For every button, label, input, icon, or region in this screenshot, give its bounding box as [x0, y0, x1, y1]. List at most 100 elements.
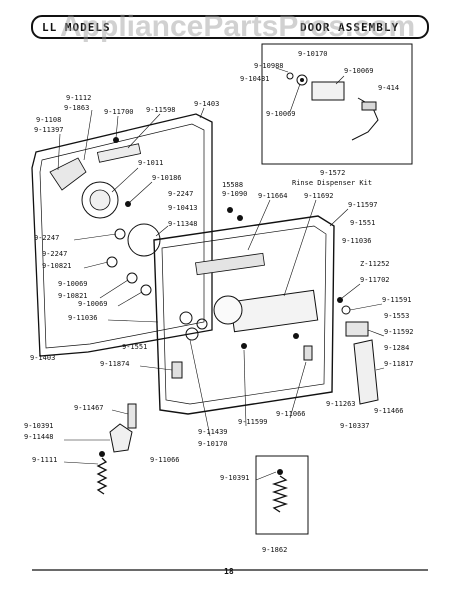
leader-line: [255, 471, 277, 481]
callout-9-10391-left: 9-10391: [24, 422, 54, 430]
callout-9-1553: 9-1553: [384, 312, 409, 320]
hinge-arm-9-11817: [353, 339, 379, 405]
rinse-cap-center: [300, 78, 304, 82]
callout-9-1112: 9-1112: [66, 94, 91, 102]
leader-line: [83, 109, 93, 161]
callout-9-11591: 9-11591: [382, 296, 412, 304]
detergent-cup-cover: [89, 189, 111, 211]
latch-9-11592: [345, 321, 369, 337]
screw-9-11700: [113, 137, 119, 143]
callout-15588: 15588: [222, 181, 243, 189]
inner-door-panel: [153, 207, 335, 415]
latch-screw-9-11591: [341, 305, 351, 315]
rinse-dispenser-kit-box: 9-10170 9-10988 9-10069 9-10431 9-414 9-…: [240, 43, 413, 187]
rinse-aid-ring: [127, 223, 161, 257]
callout-9-10988: 9-10988: [254, 62, 284, 70]
callout-9-10069-top: 9-10069: [344, 67, 374, 75]
leader-line: [375, 367, 385, 371]
inner-door-liner: [161, 225, 327, 405]
callout-9-11874: 9-11874: [100, 360, 130, 368]
callout-9-11597: 9-11597: [348, 201, 378, 209]
callout-9-1863: 9-1863: [64, 104, 89, 112]
screw-9-11599: [293, 333, 299, 339]
callout-9-10170-top: 9-10170: [298, 50, 328, 58]
callout-9-1403-top: 9-1403: [194, 100, 219, 108]
leader-line: [199, 107, 205, 119]
rinse-switch: [361, 101, 377, 111]
leader-line: [283, 199, 317, 297]
spring-kit-part-number: 9-1862: [262, 546, 287, 554]
leader-line: [99, 279, 129, 299]
outer-door-inner-edge: [39, 123, 205, 349]
callout-9-1011: 9-1011: [138, 159, 163, 167]
callout-9-11700: 9-11700: [104, 108, 134, 116]
leader-line: [289, 361, 307, 419]
callout-9-11467: 9-11467: [74, 404, 104, 412]
page-header: LL MODELS DOOR ASSEMBLY: [31, 15, 429, 39]
callout-9-10069-left: 9-10069: [58, 280, 88, 288]
door-handle-slot: [96, 143, 142, 163]
callout-9-10186: 9-10186: [152, 174, 182, 182]
callout-9-10821-top: 9-10821: [42, 262, 72, 270]
inner-door-outline: [153, 215, 335, 415]
outer-door-outline: [31, 113, 213, 357]
latch-screw-9-11702: [337, 297, 343, 303]
hole-c: [196, 318, 208, 330]
right-hinge-latch-assembly: [337, 297, 379, 405]
leader-line: [127, 113, 161, 149]
screw-15588: [227, 207, 233, 213]
leader-line: [107, 319, 159, 323]
leader-lines: [57, 107, 385, 481]
leader-line: [275, 67, 289, 73]
detergent-cup-ring: [81, 181, 119, 219]
callout-9-11066-bottom: 9-11066: [150, 456, 180, 464]
hole-b: [185, 327, 199, 341]
callout-9-2247-mid: 9-2247: [42, 250, 67, 258]
spring-kit-box: 9-1862: [255, 455, 309, 554]
spring-kit-frame: [255, 455, 309, 535]
leader-line: [189, 339, 211, 437]
leader-line: [117, 291, 143, 307]
left-hinge-spring-assembly: [96, 403, 137, 495]
leader-line: [243, 349, 247, 427]
callout-9-11598: 9-11598: [146, 106, 176, 114]
callout-9-11592: 9-11592: [384, 328, 414, 336]
leader-line: [341, 283, 361, 299]
callout-9-11348: 9-11348: [168, 220, 198, 228]
leader-line: [247, 199, 271, 251]
hole-a: [179, 311, 193, 325]
leader-line: [349, 303, 383, 311]
leader-line: [115, 115, 119, 139]
rinse-gasket-small: [286, 72, 294, 80]
callout-9-11036-left: 9-11036: [68, 314, 98, 322]
leader-line: [329, 208, 349, 227]
screw-9-10186: [125, 201, 131, 207]
callout-9-414: 9-414: [378, 84, 399, 92]
leader-line: [57, 133, 61, 171]
callout-9-1403-bottom: 9-1403: [30, 354, 55, 362]
callout-9-1108: 9-1108: [36, 116, 61, 124]
rinse-kit-name: Rinse Dispenser Kit: [292, 179, 372, 187]
grommet-9-10069: [140, 284, 152, 296]
gasket-9-2247: [114, 228, 126, 240]
callout-9-11448: 9-11448: [24, 433, 54, 441]
callout-9-11692: 9-11692: [304, 192, 334, 200]
rinse-kit-frame: [261, 43, 413, 165]
callout-9-10391-kit: 9-10391: [220, 474, 250, 482]
leader-line: [111, 167, 139, 193]
callout-9-10821-bottom: 9-10821: [58, 292, 88, 300]
header-left-title: LL MODELS: [42, 21, 111, 34]
watermark-logo: AppliancePartsPros.com: [60, 10, 415, 43]
screw-9-1090: [237, 215, 243, 221]
gasket-9-10821-b: [126, 272, 138, 284]
leader-line: [63, 461, 99, 465]
door-catch-9-11263: [303, 345, 313, 361]
page-number: 18: [224, 567, 234, 576]
callout-9-1284: 9-1284: [384, 344, 409, 352]
callout-9-10069-lower: 9-10069: [78, 300, 108, 308]
callout-9-11664: 9-11664: [258, 192, 288, 200]
vent-opening: [195, 252, 265, 276]
callout-9-11263: 9-11263: [326, 400, 356, 408]
